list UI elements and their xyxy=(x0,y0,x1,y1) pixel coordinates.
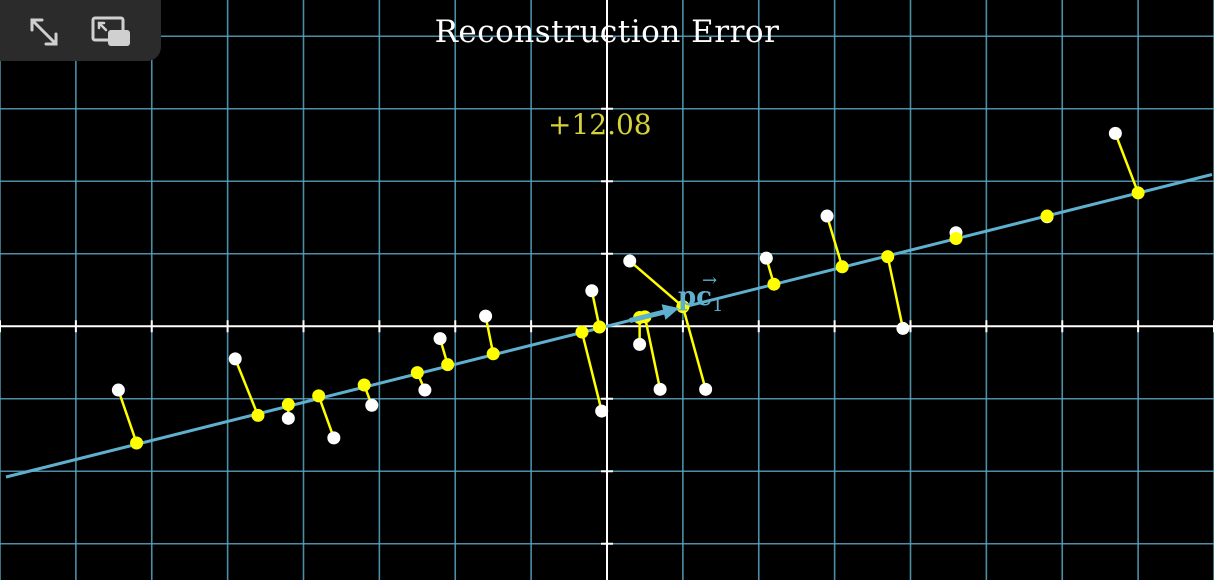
projected-point xyxy=(592,320,606,334)
projected-point xyxy=(949,232,963,246)
projected-point xyxy=(1040,209,1054,223)
projected-point xyxy=(881,250,895,264)
projected-point xyxy=(575,325,589,339)
original-point xyxy=(228,352,242,366)
projected-point xyxy=(281,398,295,412)
projected-point xyxy=(676,300,690,314)
original-points xyxy=(111,126,1122,445)
original-point xyxy=(699,382,713,396)
error-line xyxy=(886,256,905,329)
error-line xyxy=(117,389,138,444)
original-point xyxy=(365,398,379,412)
projected-point xyxy=(251,408,265,422)
pc-vector-head xyxy=(661,304,680,320)
original-point xyxy=(1108,126,1122,140)
projected-point xyxy=(357,378,371,392)
error-line xyxy=(234,358,260,416)
error-line xyxy=(1114,132,1140,194)
original-point xyxy=(623,254,637,268)
projected-point xyxy=(486,347,500,361)
pc-vector-label: pc1 → xyxy=(678,270,724,317)
pc-label-subscript: 1 xyxy=(712,295,724,317)
error-value: +12.08 xyxy=(548,108,652,141)
video-controls xyxy=(0,0,161,61)
projected-point xyxy=(835,260,849,274)
original-point xyxy=(327,431,341,445)
error-line xyxy=(628,260,684,308)
projected-point xyxy=(410,366,424,380)
picture-in-picture-icon[interactable] xyxy=(90,12,130,52)
vector-accent: → xyxy=(702,270,718,291)
projected-point xyxy=(312,389,326,403)
projected-point xyxy=(767,277,781,291)
original-point xyxy=(896,321,910,335)
error-line xyxy=(580,331,603,412)
original-point xyxy=(759,251,773,265)
principal-component-line xyxy=(5,173,1213,479)
original-point xyxy=(418,383,432,397)
original-point xyxy=(653,382,667,396)
projected-point xyxy=(441,358,455,372)
original-point xyxy=(820,209,834,223)
original-point xyxy=(433,332,447,346)
projection-error-lines xyxy=(117,132,1140,444)
projected-point xyxy=(130,436,144,450)
diagram-title: Reconstruction Error xyxy=(434,14,780,50)
error-line xyxy=(317,395,336,439)
expand-icon[interactable] xyxy=(24,12,64,52)
error-line xyxy=(825,215,844,268)
pc-label-main: pc xyxy=(678,282,713,312)
original-point xyxy=(479,309,493,323)
original-point xyxy=(281,411,295,425)
pc-vector-arrow xyxy=(629,304,680,323)
original-point xyxy=(111,383,125,397)
original-point xyxy=(633,337,647,351)
original-point xyxy=(585,284,599,298)
projected-points xyxy=(130,186,1145,450)
original-point xyxy=(595,404,609,418)
projected-point xyxy=(1131,186,1145,200)
error-line xyxy=(681,306,707,390)
error-line xyxy=(643,316,662,390)
